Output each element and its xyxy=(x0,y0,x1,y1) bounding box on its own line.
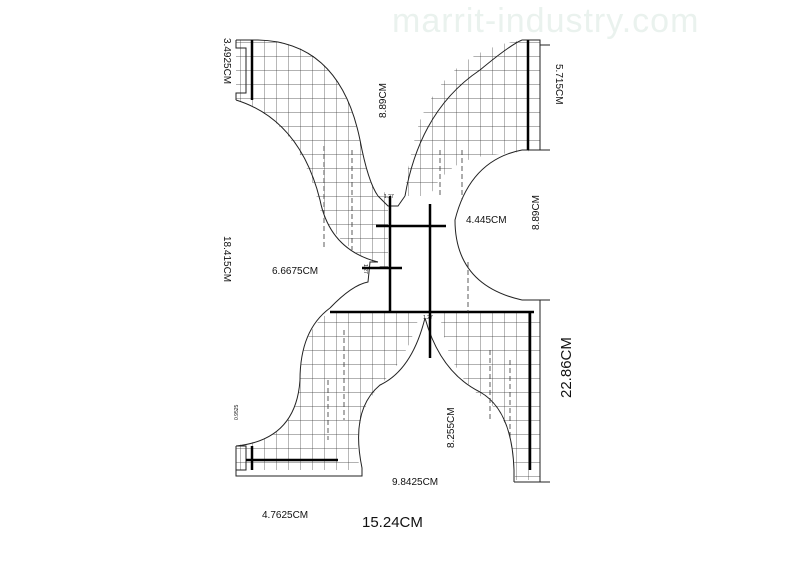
dim-bottom-left-width: 4.7625CM xyxy=(262,510,308,521)
dim-center-left: 6.6675CM xyxy=(272,266,318,277)
dashed-guides xyxy=(323,146,511,440)
dim-neck-center: 1.27 xyxy=(423,315,433,321)
part-outline xyxy=(235,39,550,483)
dim-right-arc: 4.445CM xyxy=(466,215,507,226)
reinforcement-lines xyxy=(246,40,534,470)
top-right-arm-grid xyxy=(405,40,540,196)
dim-neck-top: 1.27 xyxy=(384,194,394,200)
bottom-right-arm-grid xyxy=(440,312,540,480)
dim-top-center-height: 8.89CM xyxy=(378,83,389,118)
dim-overall-height: 22.86CM xyxy=(558,337,575,398)
dim-overall-width: 15.24CM xyxy=(362,514,423,531)
dim-left-height: 18.415CM xyxy=(221,236,232,282)
dim-tiny-left: 0.9525 xyxy=(234,404,240,420)
dim-bottom-center-height: 8.255CM xyxy=(446,407,457,448)
dim-neck-left: 1.27 xyxy=(362,264,368,274)
top-left-arm-grid xyxy=(236,40,388,270)
watermark-text: marrit-industry.com xyxy=(392,2,700,40)
dim-right-height: 8.89CM xyxy=(531,195,542,230)
dim-bottom-center-width: 9.8425CM xyxy=(392,477,438,488)
dim-top-left-width: 3.4925CM xyxy=(221,38,232,84)
dim-top-right-width: 5.715CM xyxy=(553,64,564,105)
bottom-left-arm-grid xyxy=(236,312,420,470)
